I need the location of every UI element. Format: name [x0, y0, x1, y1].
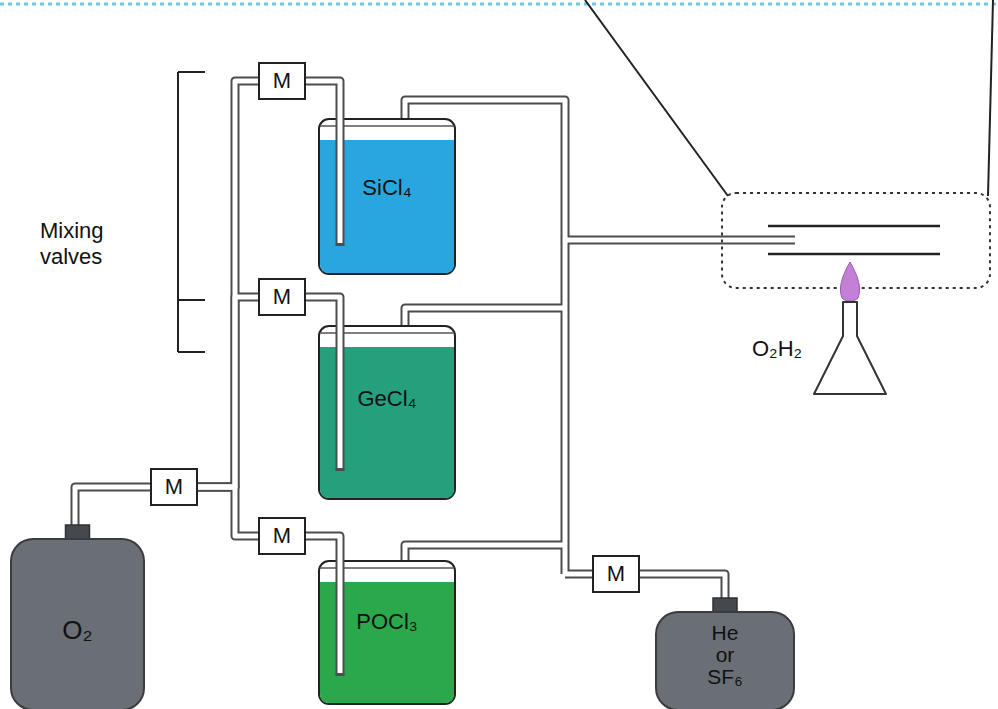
gas-pipe: [75, 487, 150, 525]
mixing-valve: M: [258, 278, 306, 316]
leader-line: [988, 0, 993, 196]
tank-outline: [318, 118, 456, 275]
pipe-bore: [306, 536, 340, 560]
valve-label: M: [273, 286, 291, 308]
cylinder-outline: [655, 598, 795, 709]
pipe-bore: [306, 81, 340, 118]
tube-wall: [768, 225, 940, 228]
valve-label: M: [273, 525, 291, 547]
chemical-label: GeCl₄: [357, 387, 416, 411]
cylinder-outline: [10, 525, 145, 709]
pipe-bore: [198, 487, 258, 536]
mixing-valve: M: [150, 468, 198, 506]
gas-pipe: [640, 574, 725, 598]
bracket: [178, 72, 205, 352]
valve-label: M: [165, 476, 183, 498]
mixing-valve: M: [258, 62, 306, 100]
pipe-bore: [198, 297, 258, 487]
gas-pipe: [198, 81, 258, 487]
pipe-bore: [75, 81, 725, 598]
chemical-label: SiCl₄: [362, 176, 411, 200]
pipe-bore: [198, 81, 258, 487]
mixing-valve: M: [592, 555, 640, 593]
valve-label: M: [607, 563, 625, 585]
bubbler-tank: SiCl₄: [318, 118, 456, 275]
gas-pipe: [306, 536, 340, 560]
valve-label: M: [273, 70, 291, 92]
bubbler-tank: POCl₃: [318, 560, 456, 705]
pipe-bore: [640, 574, 725, 598]
mixing-valve: M: [258, 517, 306, 555]
pipe-bore: [306, 297, 340, 325]
gas-label: He or SF₆: [703, 622, 747, 688]
tank-outline: [318, 325, 456, 500]
chemical-label: POCl₃: [356, 610, 418, 634]
gas-label: O₂: [62, 617, 92, 644]
bubbler-tank: GeCl₄: [318, 325, 456, 500]
gas-pipe: [306, 297, 340, 325]
gas-cylinder: O₂: [10, 525, 145, 709]
gas-cylinder: He or SF₆: [655, 598, 795, 709]
gas-pipe: [198, 297, 258, 487]
flame: [840, 262, 859, 301]
manifold-pipes: [405, 100, 795, 574]
leader-line: [585, 0, 728, 196]
callout-frame-edge: [0, 3, 998, 6]
gas-pipe: [306, 81, 340, 118]
gas-label: O₂H₂: [752, 336, 802, 362]
tank-outline: [318, 560, 456, 705]
pipe-bore: [75, 487, 150, 525]
tube-wall: [768, 253, 940, 256]
group-label: Mixing valves: [40, 218, 150, 271]
burner: [814, 302, 886, 394]
gas-pipe: [198, 487, 258, 536]
